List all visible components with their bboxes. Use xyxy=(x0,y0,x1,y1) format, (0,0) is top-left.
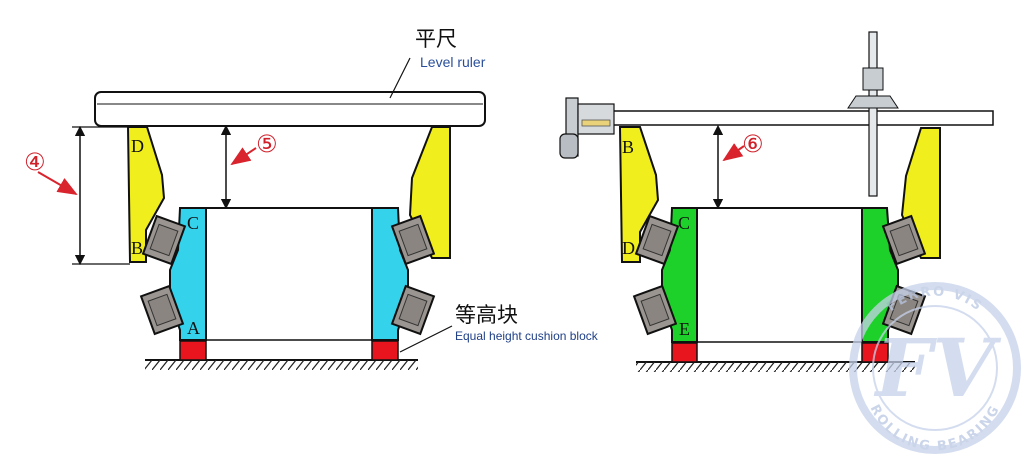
depth-gauge-rod xyxy=(847,31,899,197)
dimension-4-label: ④ xyxy=(24,148,46,176)
cushion-block-label-en: Equal height cushion block xyxy=(455,329,599,343)
caliper-beam xyxy=(599,110,994,126)
caliper-head xyxy=(559,97,615,159)
left-cushion-block-1 xyxy=(179,340,207,361)
left-letter-d: D xyxy=(131,136,144,156)
left-roller-lower-left xyxy=(139,284,185,336)
left-view: ④ ⑤ 平尺 Level ruler 等高块 Equal height cush… xyxy=(24,27,599,370)
dimension-6-label: ⑥ xyxy=(742,130,764,158)
left-roller-upper-left xyxy=(141,214,187,266)
cushion-block-label-cn: 等高块 xyxy=(455,303,518,327)
left-letter-b: B xyxy=(131,238,143,258)
dimension-4 xyxy=(37,125,130,266)
right-cushion-block-1 xyxy=(671,342,698,363)
right-roller-lower-left xyxy=(632,284,678,336)
left-letter-a: A xyxy=(187,318,200,338)
right-letter-b: B xyxy=(622,137,634,157)
level-ruler-label-en: Level ruler xyxy=(420,54,486,70)
right-letter-c: C xyxy=(678,213,690,233)
right-roller-upper-left xyxy=(634,214,680,266)
dimension-6 xyxy=(712,124,745,210)
right-letter-d: D xyxy=(622,238,635,258)
left-outer-ring-left-section xyxy=(126,126,166,263)
level-ruler-label-cn: 平尺 xyxy=(415,27,457,51)
left-ground xyxy=(145,359,418,370)
brand-watermark: FERRO VIS ROLLING BEARING FV xyxy=(849,282,1021,454)
right-view: ⑥ B D C E xyxy=(559,31,994,372)
watermark-monogram: FV xyxy=(874,321,1002,415)
left-letter-c: C xyxy=(187,213,199,233)
right-roller-upper-right xyxy=(881,214,927,266)
left-cushion-block-2 xyxy=(371,340,399,361)
dimension-5 xyxy=(220,124,257,210)
right-letter-e: E xyxy=(679,319,690,339)
dimension-5-label: ⑤ xyxy=(256,130,278,158)
level-ruler xyxy=(94,91,486,127)
left-roller-upper-right xyxy=(390,214,436,266)
left-roller-lower-right xyxy=(390,284,436,336)
